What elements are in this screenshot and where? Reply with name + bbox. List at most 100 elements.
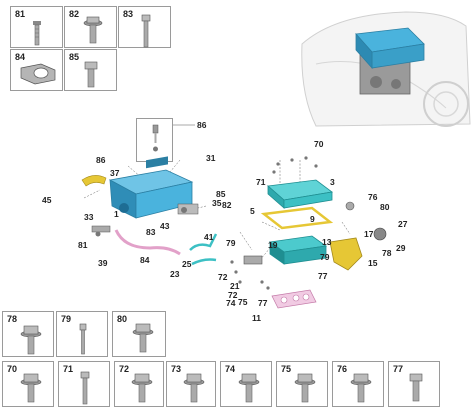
tile-number: 84 [15,52,26,62]
callout-25: 25 [182,259,192,269]
callout-5: 5 [250,206,255,216]
callout-82: 82 [222,200,232,210]
flange-bolt-icon [83,16,103,44]
clip-icon [152,124,159,152]
part-tile-73[interactable]: 73 [166,361,216,407]
part-tile-80[interactable]: 80 [112,311,166,357]
part-tile-71[interactable]: 71 [58,361,110,407]
detail-tile-86[interactable] [136,118,173,162]
throttle-housing[interactable] [329,237,363,271]
tile-number: 75 [281,364,292,374]
callout-31: 31 [206,153,216,163]
callout-84: 84 [140,255,150,265]
callout-35: 35 [212,198,222,208]
part-tile-79[interactable]: 79 [56,311,108,357]
pipe-25[interactable] [189,233,218,251]
callout-9: 9 [310,214,315,224]
flange-bolt-icon [238,373,260,403]
part-tile-82[interactable]: 82 [64,6,117,48]
callout-11: 11 [252,313,261,323]
callout-78: 78 [382,248,392,258]
part-tile-77[interactable]: 77 [388,361,440,407]
callout-86: 86 [96,155,106,165]
tile-number: 72 [119,364,130,374]
tile-number: 71 [63,364,74,374]
tile-number: 83 [123,9,134,19]
part-tile-76[interactable]: 76 [332,361,384,407]
callout-11-wrap: 11 [252,313,261,323]
tile-number: 74 [225,364,236,374]
exploded-view: 86 31 37 45 85 35 82 1 33 83 43 41 81 39… [42,139,408,309]
tile-number: 77 [393,364,404,374]
part-tile-75[interactable]: 75 [276,361,328,407]
tile-number: 82 [69,9,80,19]
flange-bolt-icon [132,323,154,353]
supercharger-housing[interactable] [108,156,194,219]
part-tile-83[interactable]: 83 [118,6,171,48]
hardware-cluster-33[interactable] [91,203,199,237]
callout-13: 13 [322,237,332,247]
tile-number: 81 [15,9,26,19]
flange-bolt-icon [131,373,153,403]
callout-43: 43 [160,221,170,231]
gasket-frame[interactable] [260,206,334,230]
part-tile-81[interactable]: 81 [10,6,63,48]
callout-74: 74 [226,298,236,308]
flange-bolt-icon [350,373,372,403]
intake-cover[interactable] [267,179,333,209]
hardware-cluster-17[interactable] [243,201,387,265]
part-tile-78[interactable]: 78 [2,311,54,357]
part-tile-74[interactable]: 74 [220,361,272,407]
part-tile-84[interactable]: 84 [10,49,63,91]
tile-number: 73 [171,364,182,374]
callout-15: 15 [368,258,378,268]
hex-bolt-icon [84,61,98,88]
callout-41: 41 [204,232,214,242]
callout-85: 85 [216,189,226,199]
callout-79b: 79 [320,252,330,262]
callout-27: 27 [398,219,408,229]
callout-label: 86 [197,120,207,130]
callout-83: 83 [146,227,156,237]
pipe-23[interactable] [191,258,217,266]
flange-bolt-icon [20,325,42,355]
tile-number: 78 [7,314,18,324]
callout-81: 81 [78,240,88,250]
callout-29: 29 [396,243,406,253]
long-bolt-icon [80,371,90,405]
tile-number: 85 [69,52,80,62]
callout-1: 1 [114,209,119,219]
callout-21: 21 [230,281,240,291]
callout-45: 45 [42,195,52,205]
part-tile-72[interactable]: 72 [114,361,164,407]
long-bolt-icon [141,14,151,48]
callout-86-detail: 86 [173,120,207,130]
hose-39[interactable] [114,229,181,256]
vehicle-locator-illustration [301,11,471,127]
callout-77: 77 [258,298,268,308]
callout-77b: 77 [318,271,328,281]
hex-bolt-icon [409,373,423,402]
tile-number: 76 [337,364,348,374]
tile-number: 80 [117,314,128,324]
callout-3: 3 [330,177,335,187]
callout-17: 17 [364,229,374,239]
callout-70: 70 [314,139,324,149]
callout-19: 19 [268,240,278,250]
callout-71: 71 [256,177,266,187]
callout-23: 23 [170,269,180,279]
manifold-gasket[interactable] [271,289,317,309]
callout-33: 33 [84,212,94,222]
callout-39: 39 [98,258,108,268]
left-bracket[interactable] [81,175,107,187]
callout-80: 80 [380,202,390,212]
part-tile-85[interactable]: 85 [64,49,117,91]
callout-72b: 72 [228,290,238,300]
bracket-clip-icon [20,63,56,85]
tile-number: 79 [61,314,72,324]
callout-37: 37 [110,168,120,178]
stud-bolt-icon [79,323,87,355]
intercooler-core[interactable] [268,235,328,265]
flange-bolt-icon [294,373,316,403]
part-tile-70[interactable]: 70 [2,361,54,407]
